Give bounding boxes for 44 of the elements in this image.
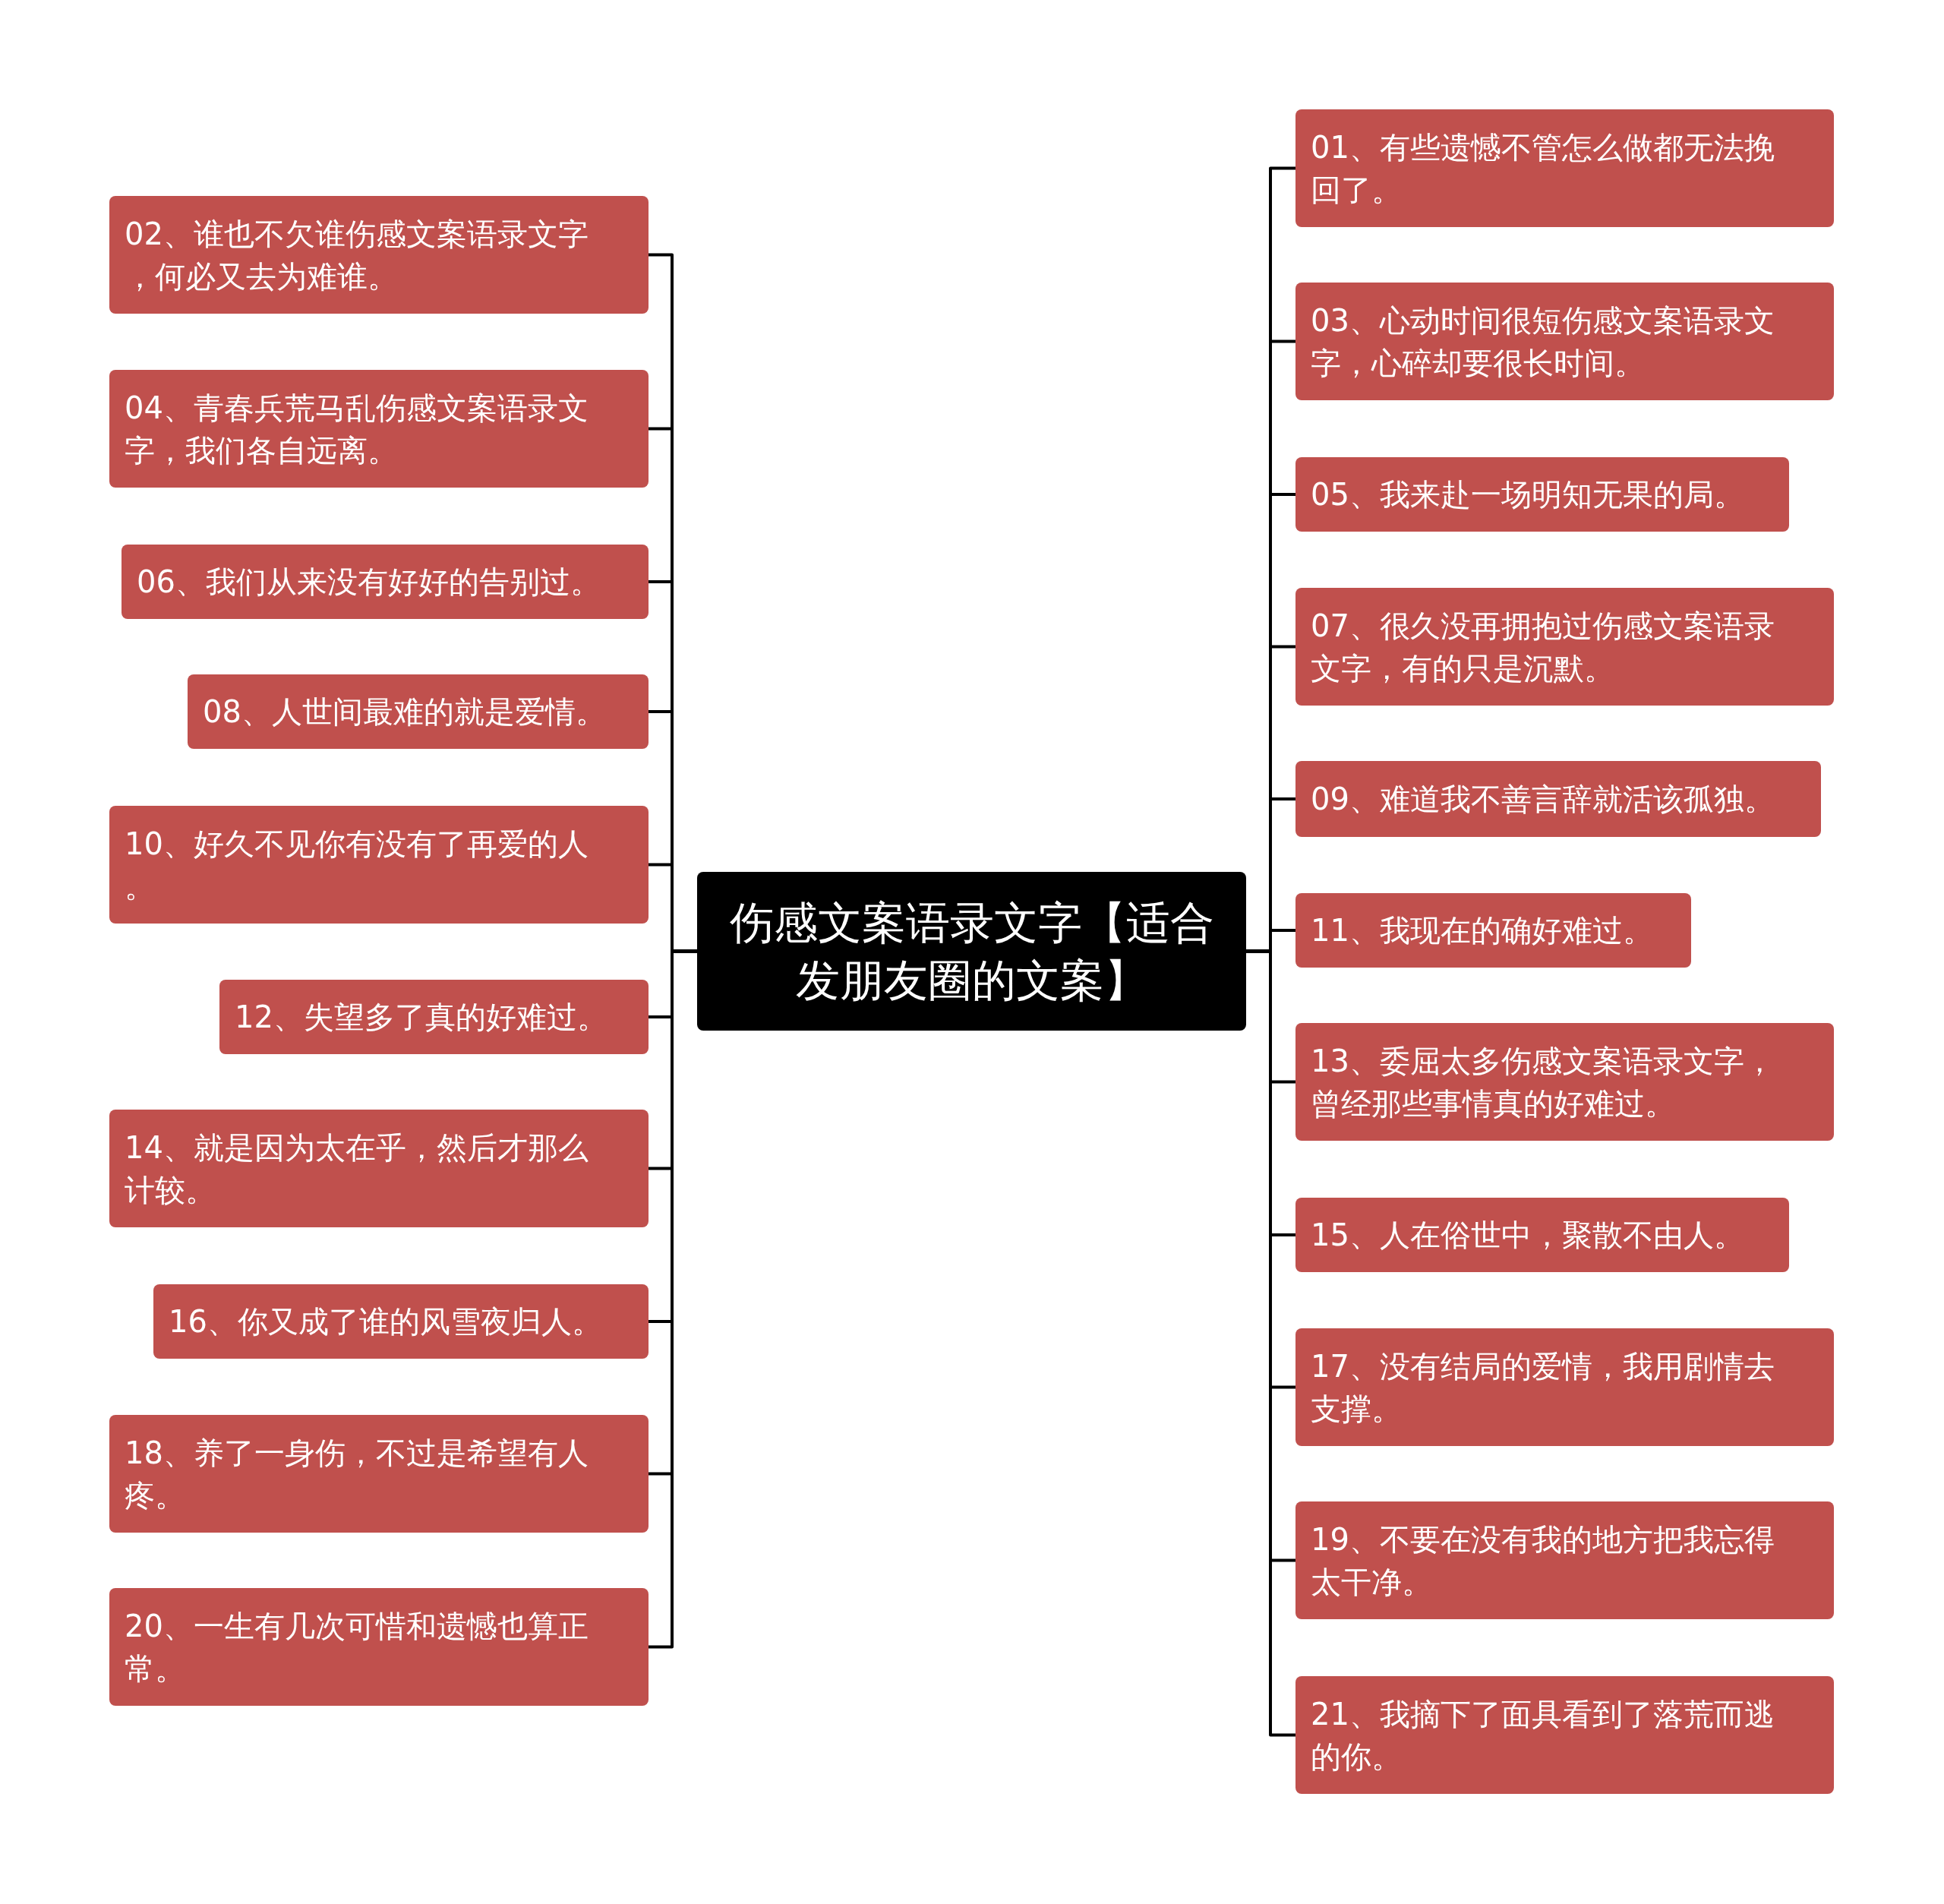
topic-box [1295,457,1789,532]
topic-box [1295,1501,1834,1619]
topic-text: 08、人世间最难的就是爱情。 [203,693,606,731]
central-topic-text: 伤感文案语录文字【适合发朋友圈的文案】 [728,895,1215,1008]
topic-text: 02、谁也不欠谁伤感文案语录文字，何必又去为难谁。 [125,215,589,295]
topic-text: 20、一生有几次可惜和遗憾也算正常。 [125,1607,589,1688]
topic-box [1295,1328,1834,1446]
topic-text: 01、有些遗憾不管怎么做都无法挽回了。 [1311,128,1775,209]
topic-text: 17、没有结局的爱情，我用剧情去支撑。 [1311,1347,1775,1428]
topic-text: 05、我来赴一场明知无果的局。 [1311,476,1744,513]
topic-text: 12、失望多了真的好难过。 [235,999,608,1036]
topic-text: 19、不要在没有我的地方把我忘得太干净。 [1311,1520,1775,1601]
topic-text: 18、养了一身伤，不过是希望有人疼。 [125,1434,589,1514]
topic-text: 04、青春兵荒马乱伤感文案语录文字，我们各自远离。 [125,389,589,469]
topic-box [109,1415,649,1533]
topic-text: 11、我现在的确好难过。 [1311,912,1653,949]
topic-box [1295,109,1834,227]
topic-text: 10、好久不见你有没有了再爱的人。 [125,825,589,905]
topic-box [109,370,649,488]
topic-box [1295,588,1834,706]
topic-text: 09、难道我不善言辞就活该孤独。 [1311,781,1775,818]
topic-text: 14、就是因为太在乎，然后才那么计较。 [125,1129,589,1209]
topic-text: 15、人在俗世中，聚散不由人。 [1311,1217,1744,1254]
topic-box [1295,761,1821,837]
topic-text: 13、委屈太多伤感文案语录文字，曾经那些事情真的好难过。 [1311,1042,1775,1123]
topic-box [109,196,649,314]
topic-box [219,980,649,1054]
topic-text: 16、你又成了谁的风雪夜归人。 [169,1303,602,1340]
topic-text: 03、心动时间很短伤感文案语录文字，心碎却要很长时间。 [1311,302,1775,382]
topic-box [188,674,649,749]
topic-box [122,545,649,619]
topic-box [109,806,649,924]
topic-box [109,1110,649,1227]
topic-text: 07、很久没再拥抱过伤感文案语录文字，有的只是沉默。 [1311,607,1775,687]
topic-box [1295,1676,1834,1794]
topic-text: 06、我们从来没有好好的告别过。 [137,564,601,601]
topic-box [153,1284,649,1359]
topic-box [109,1588,649,1706]
topic-box [1295,1023,1834,1141]
topic-box [1295,283,1834,400]
central-topic-box [697,872,1246,1031]
topic-box [1295,893,1691,968]
topic-box [1295,1198,1789,1272]
topic-text: 21、我摘下了面具看到了落荒而逃的你。 [1311,1695,1775,1776]
